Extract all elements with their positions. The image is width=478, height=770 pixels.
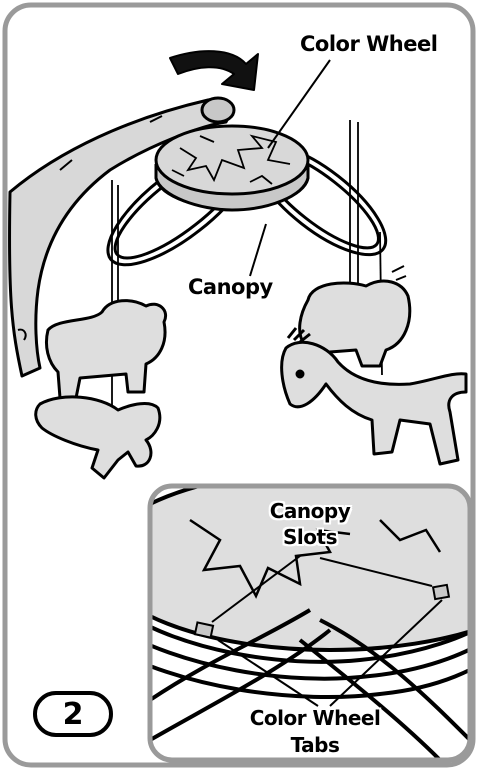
color-wheel-tabs-label: Color Wheel Tabs [230,705,400,759]
canopy-slots-label-line2: Slots [255,524,365,550]
color-wheel-tabs-label-line2: Tabs [230,732,400,759]
color-wheel [156,126,308,210]
canopy-label: Canopy [188,275,273,299]
arm-knob [202,98,234,122]
color-wheel-label: Color Wheel [300,32,437,56]
canopy-slots-label-line1: Canopy [255,498,365,524]
color-wheel-tabs-label-line1: Color Wheel [230,705,400,732]
step-number-badge: 2 [33,691,113,737]
step-number: 2 [63,697,84,732]
canopy-slots-label: Canopy Slots [255,498,365,550]
